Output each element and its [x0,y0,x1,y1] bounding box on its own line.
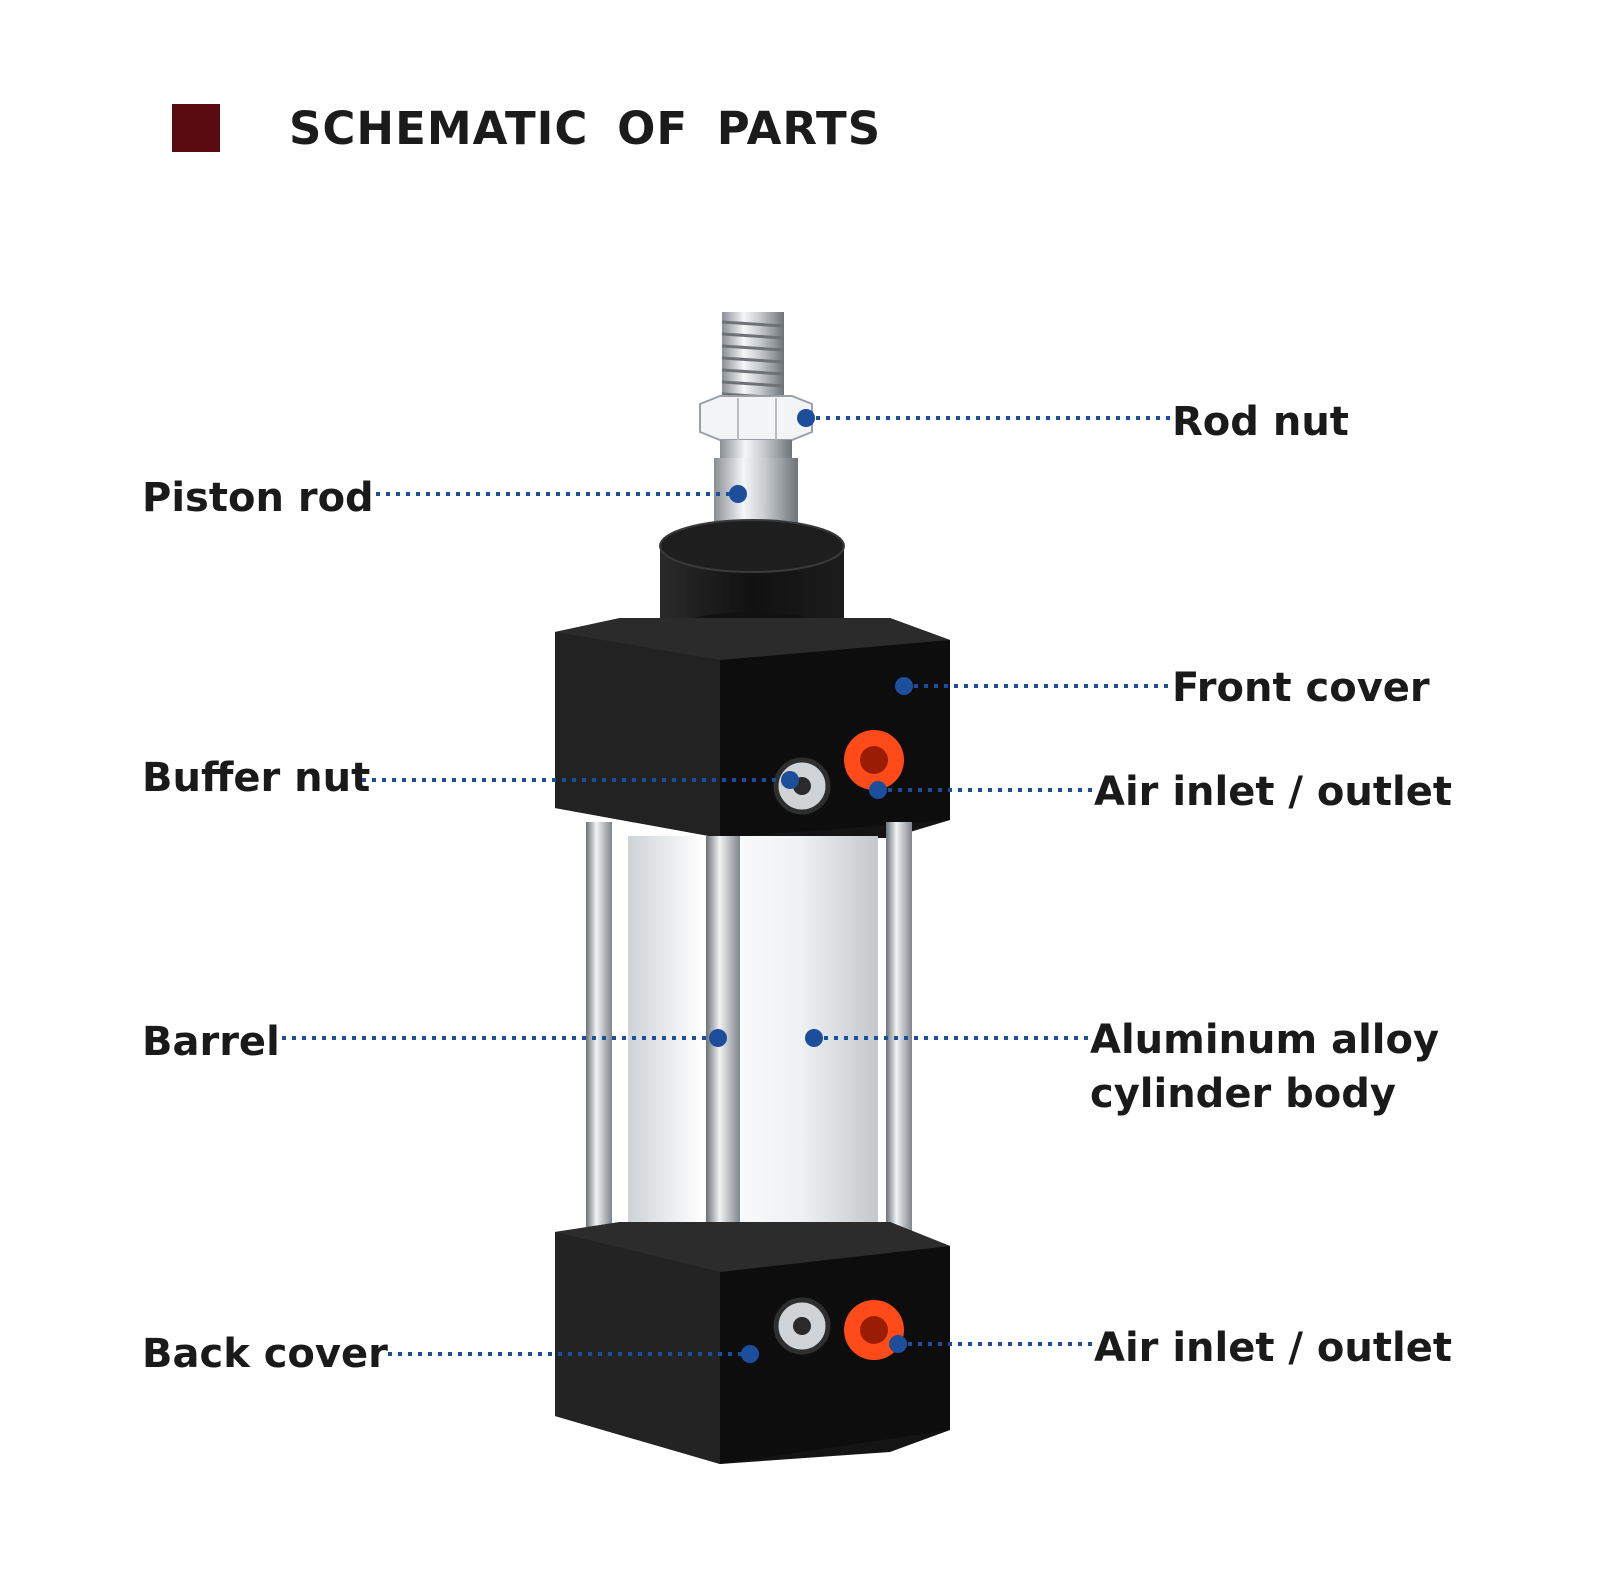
label-back-cover: Back cover [142,1331,388,1377]
dot-air-front [869,781,887,799]
dot-rod-nut [797,409,815,427]
rod-thread [721,312,785,404]
back-buffer-nut [773,1297,831,1355]
dot-front-cover [895,677,913,695]
dot-buffer-nut [781,771,799,789]
front-air-port [844,730,904,790]
dot-barrel [709,1029,727,1047]
label-cylinder-body-line2: cylinder body [1090,1071,1396,1117]
back-cover-block [555,1222,950,1464]
label-barrel: Barrel [142,1019,280,1065]
rod-nut [699,395,813,441]
page-title: SCHEMATIC OF PARTS [289,102,882,155]
label-cylinder-body-line1: Aluminum alloy [1090,1017,1440,1063]
label-air-inlet-outlet-back: Air inlet / outlet [1094,1325,1452,1371]
label-buffer-nut: Buffer nut [142,755,371,801]
back-air-port [844,1300,904,1360]
label-cylinder-body: Aluminum alloy cylinder body [1090,1020,1439,1114]
dot-piston-rod [729,485,747,503]
front-cover-block [555,618,950,838]
label-front-cover: Front cover [1172,665,1430,711]
dot-cylinder-body [805,1029,823,1047]
label-rod-nut: Rod nut [1172,399,1349,445]
label-air-inlet-outlet-front: Air inlet / outlet [1094,769,1452,815]
dot-back-cover [741,1345,759,1363]
label-piston-rod: Piston rod [142,475,374,521]
leader-dots [709,409,913,1363]
leader-lines [282,416,1170,1356]
dot-air-back [889,1335,907,1353]
barrel-assembly [586,822,912,1276]
header-accent-square [172,104,220,152]
